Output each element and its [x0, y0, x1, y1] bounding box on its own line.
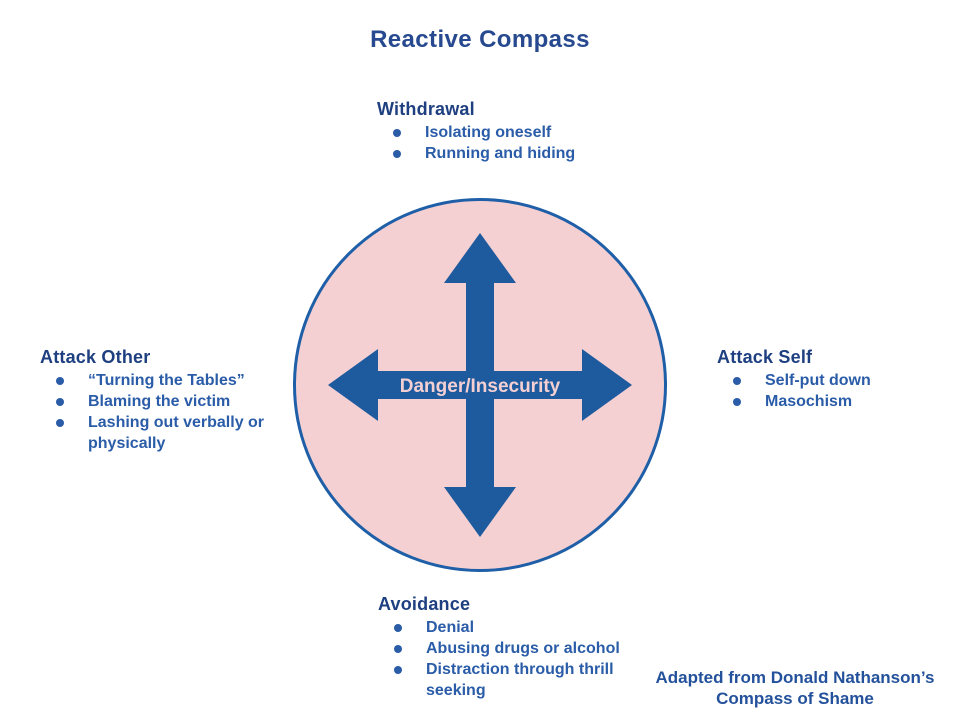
list-item: Self-put down: [717, 370, 947, 391]
list-item-label: Denial: [426, 619, 475, 636]
bullet-icon: [733, 377, 741, 385]
avoidance-list: Denial Abusing drugs or alcohol Distract…: [378, 617, 658, 701]
compass-graphic: Danger/Insecurity: [293, 198, 667, 572]
section-attack-other: Attack Other “Turning the Tables” Blamin…: [40, 347, 280, 454]
list-item: Blaming the victim: [40, 391, 280, 412]
bullet-icon: [394, 645, 402, 653]
list-item: Distraction through thrill seeking: [378, 659, 658, 701]
list-item-label: Blaming the victim: [88, 393, 231, 410]
attack-self-list: Self-put down Masochism: [717, 370, 947, 412]
attribution: Adapted from Donald Nathanson’s Compass …: [630, 667, 960, 709]
list-item: Abusing drugs or alcohol: [378, 638, 658, 659]
bullet-icon: [733, 398, 741, 406]
section-attack-self: Attack Self Self-put down Masochism: [717, 347, 947, 412]
section-avoidance: Avoidance Denial Abusing drugs or alcoho…: [378, 594, 658, 701]
list-item: “Turning the Tables”: [40, 370, 280, 391]
list-item-label: Abusing drugs or alcohol: [426, 640, 620, 657]
list-item-label: Masochism: [765, 393, 853, 410]
page-title: Reactive Compass: [370, 26, 590, 53]
list-item: Lashing out verbally or physically: [40, 412, 280, 454]
list-item: Running and hiding: [377, 143, 657, 164]
list-item-label: Running and hiding: [425, 145, 576, 162]
attack-other-list: “Turning the Tables” Blaming the victim …: [40, 370, 280, 454]
bullet-icon: [393, 150, 401, 158]
bullet-icon: [56, 398, 64, 406]
bullet-icon: [56, 377, 64, 385]
list-item-label: Isolating oneself: [425, 124, 552, 141]
list-item-label: “Turning the Tables”: [88, 372, 245, 389]
bullet-icon: [393, 129, 401, 137]
bullet-icon: [56, 419, 64, 427]
list-item-label: Lashing out verbally or physically: [88, 414, 265, 452]
list-item: Masochism: [717, 391, 947, 412]
list-item-label: Distraction through thrill seeking: [426, 661, 614, 699]
attribution-line-2: Compass of Shame: [716, 689, 874, 708]
section-heading-attack-self: Attack Self: [717, 347, 813, 367]
list-item-label: Self-put down: [765, 372, 871, 389]
list-item: Isolating oneself: [377, 122, 657, 143]
bullet-icon: [394, 666, 402, 674]
list-item: Denial: [378, 617, 658, 638]
bullet-icon: [394, 624, 402, 632]
compass-arrow-vertical-icon: [444, 233, 516, 537]
section-withdrawal: Withdrawal Isolating oneself Running and…: [377, 99, 657, 164]
withdrawal-list: Isolating oneself Running and hiding: [377, 122, 657, 164]
section-heading-attack-other: Attack Other: [40, 347, 151, 367]
section-heading-withdrawal: Withdrawal: [377, 99, 475, 119]
section-heading-avoidance: Avoidance: [378, 594, 471, 614]
attribution-line-1: Adapted from Donald Nathanson’s: [655, 668, 935, 687]
compass-center-label: Danger/Insecurity: [400, 376, 561, 397]
